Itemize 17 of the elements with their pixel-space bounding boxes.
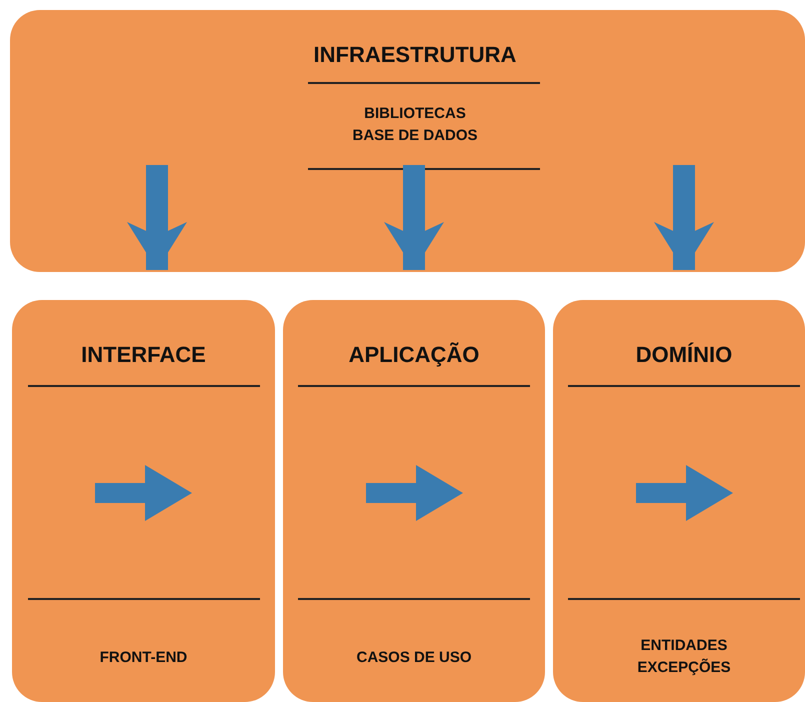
layer-title: INTERFACE (80, 342, 207, 368)
layer-title: APLICAÇÃO (348, 342, 480, 368)
layer-title: INFRAESTRUTURA (312, 42, 518, 68)
layer-box (12, 300, 275, 702)
arrow (127, 165, 187, 270)
arrow (384, 165, 444, 270)
layer-box (10, 10, 805, 272)
layer-item: CASOS DE USO (355, 649, 473, 666)
arrow (654, 165, 714, 270)
layer-item: ENTIDADES (640, 637, 728, 654)
layer-item: EXCEPÇÕES (636, 659, 732, 676)
layer-item: BIBLIOTECAS (363, 105, 467, 122)
layer-box (283, 300, 545, 702)
layer-item: BASE DE DADOS (351, 127, 479, 144)
layer-box (553, 300, 805, 702)
layer-title: DOMÍNIO (634, 342, 734, 368)
layer-item: FRONT-END (98, 649, 188, 666)
